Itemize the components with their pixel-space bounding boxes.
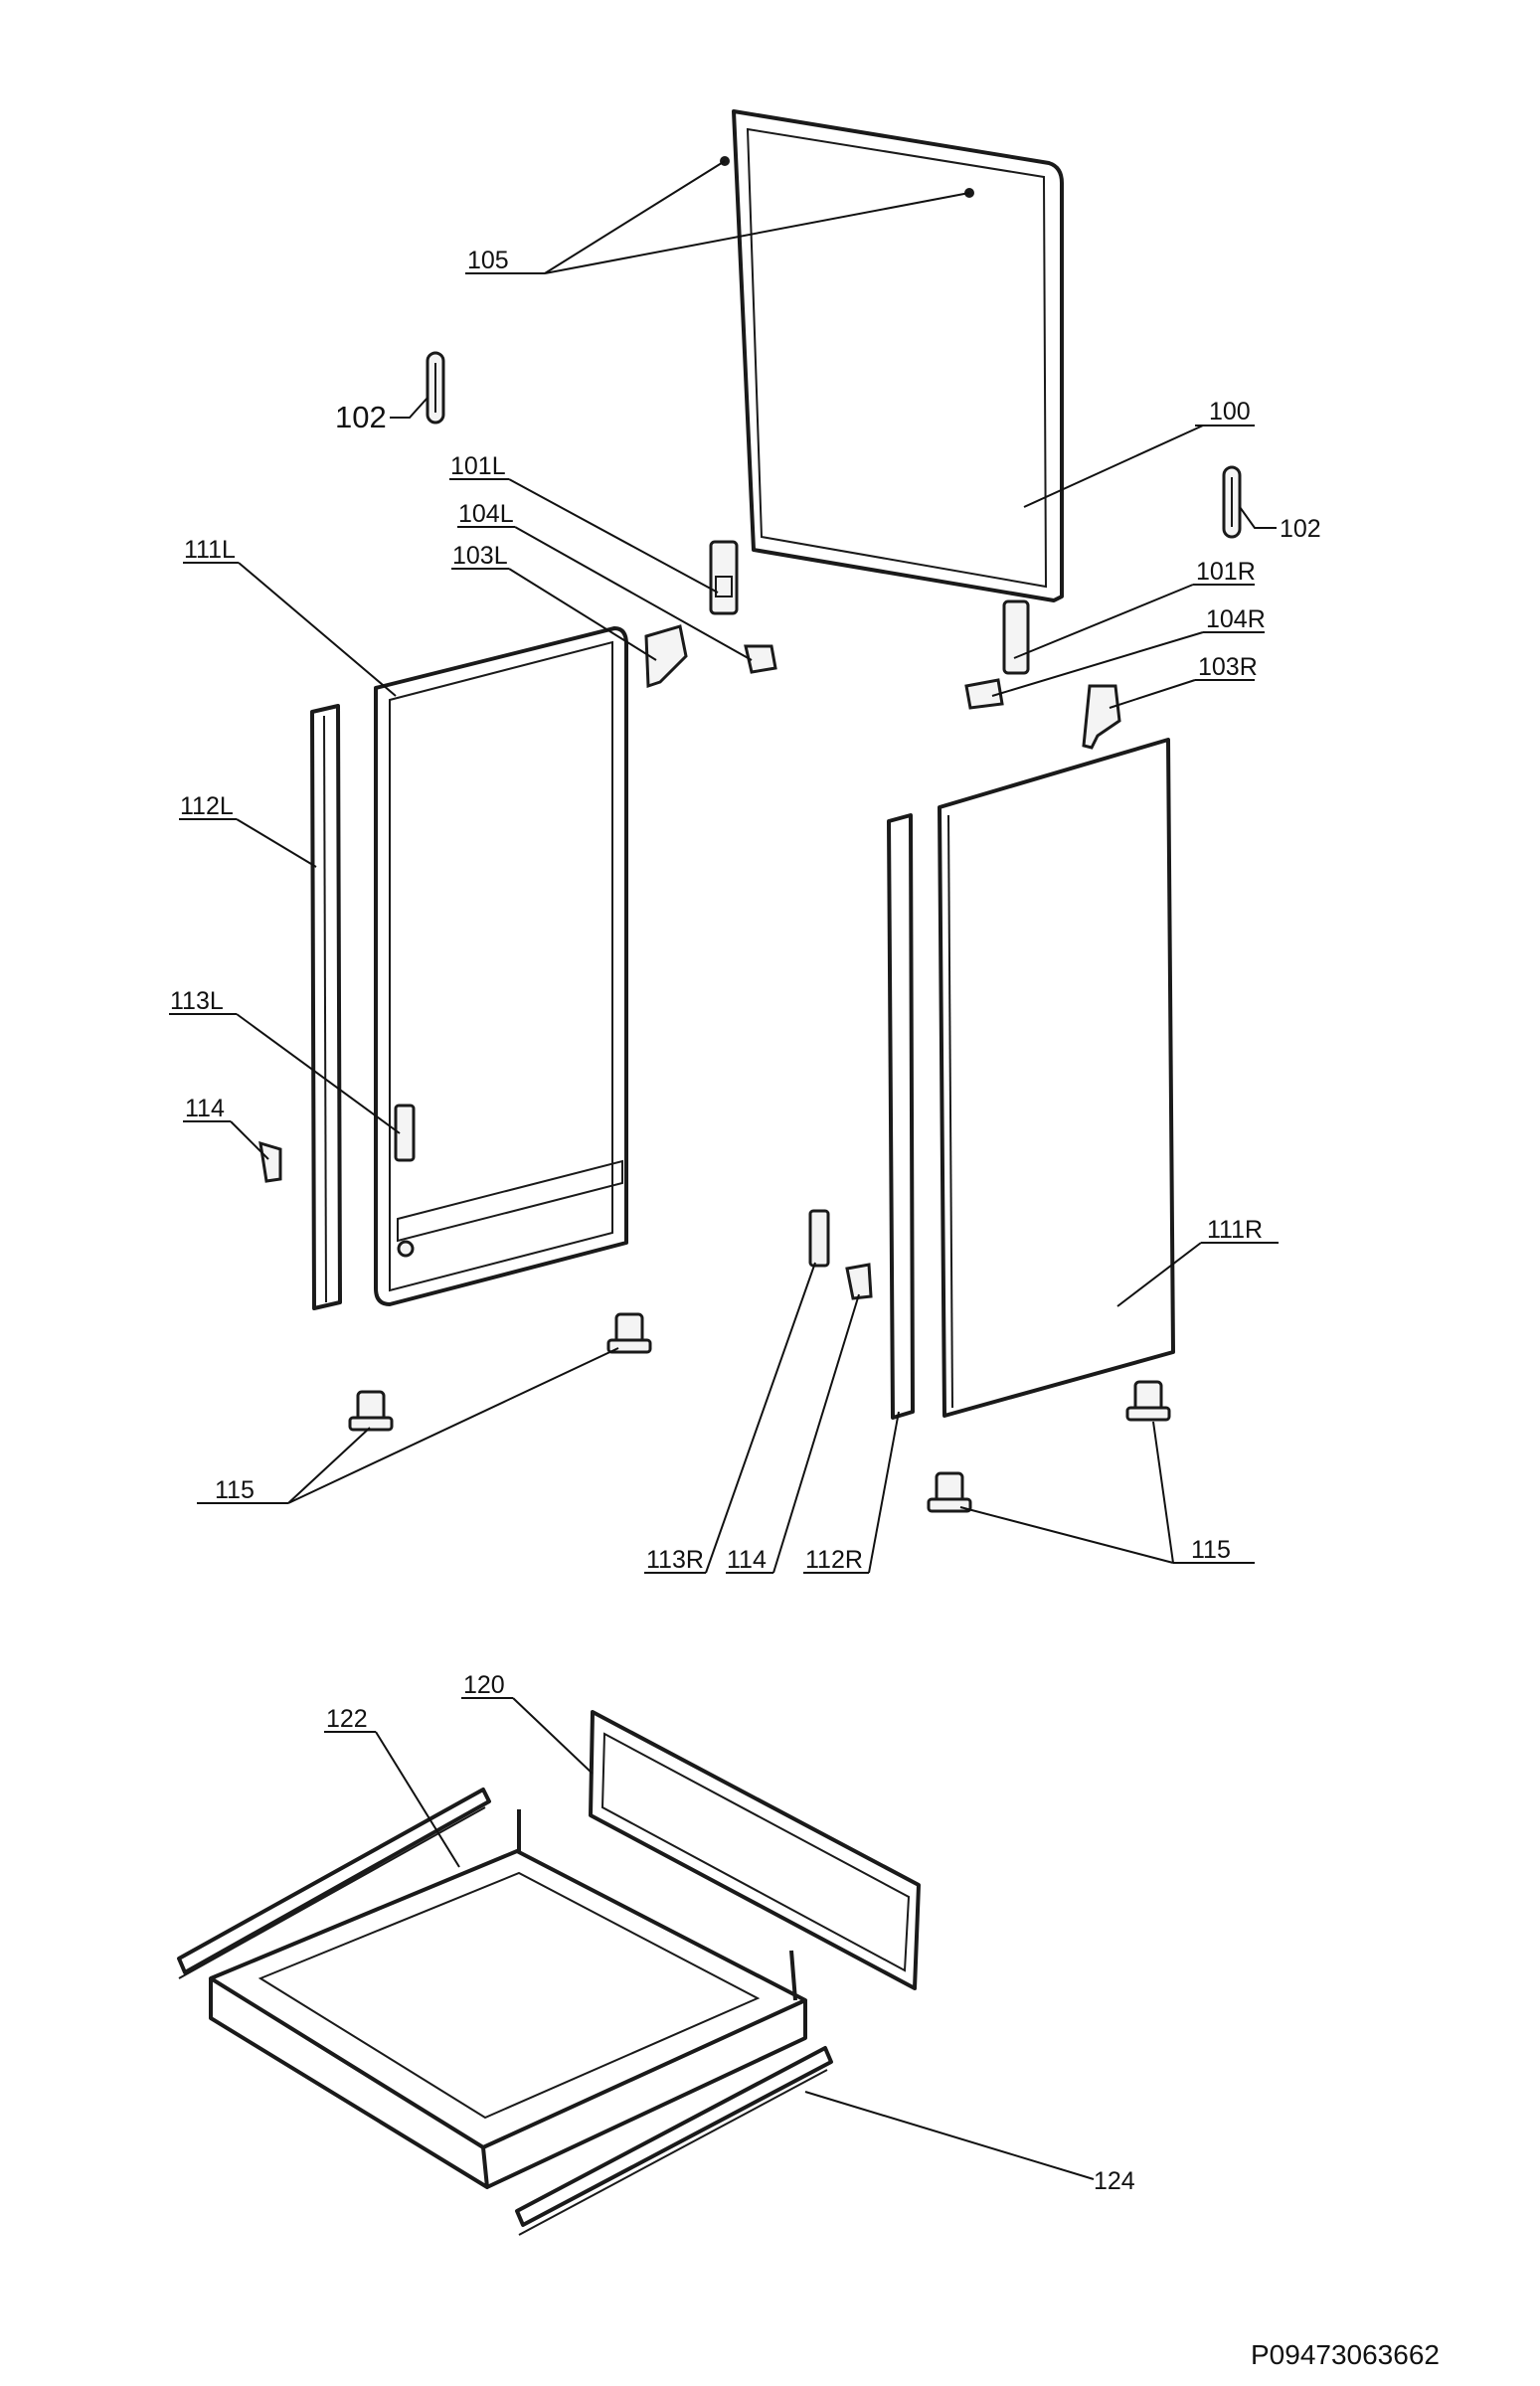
label-124: 124 — [1094, 2167, 1135, 2195]
label-122: 122 — [326, 1705, 368, 1733]
leader-lines — [169, 160, 1279, 2180]
label-114-right: 114 — [727, 1546, 767, 1574]
part-114-clip-right — [845, 1263, 873, 1300]
part-113L-latch — [394, 1104, 416, 1162]
part-103R-bracket — [1082, 684, 1121, 750]
label-103R: 103R — [1198, 653, 1258, 681]
label-101R: 101R — [1196, 558, 1256, 586]
label-115-right: 115 — [1191, 1536, 1231, 1564]
part-115-foot-1 — [606, 1312, 652, 1354]
label-111R: 111R — [1207, 1216, 1263, 1244]
drawing-code: P09473063662 — [1251, 2339, 1440, 2370]
label-111L: 111L — [184, 536, 236, 564]
label-112R: 112R — [805, 1546, 863, 1574]
part-112R-right-strip — [887, 813, 915, 1420]
label-105: 105 — [467, 247, 509, 274]
part-104R-clip — [964, 678, 1004, 710]
label-104L: 104L — [458, 500, 514, 528]
part-100-top-frame — [720, 109, 1064, 602]
part-115-foot-2 — [348, 1390, 394, 1432]
label-113L: 113L — [170, 987, 224, 1015]
part-115-foot-3 — [1125, 1380, 1171, 1422]
label-115-left: 115 — [215, 1476, 255, 1504]
label-120: 120 — [463, 1671, 505, 1699]
label-103L: 103L — [452, 542, 508, 570]
part-102-plate-left — [426, 351, 445, 425]
label-113R: 113R — [646, 1546, 704, 1574]
part-124-rail-right — [515, 2046, 833, 2236]
label-102-right: 102 — [1280, 515, 1321, 543]
label-112L: 112L — [180, 792, 234, 820]
part-labels: 105 102 100 102 101L 104L 103L 111L 101R… — [170, 247, 1321, 2195]
part-122-base-frame — [209, 1809, 807, 2189]
part-111R-right-panel — [938, 738, 1175, 1418]
part-101L-hinge — [709, 540, 739, 615]
part-103L-bracket — [644, 624, 688, 689]
part-115-foot-4 — [927, 1471, 972, 1513]
part-120-back-plate — [589, 1710, 921, 1990]
part-112L-left-strip — [310, 704, 342, 1310]
label-114-left: 114 — [185, 1095, 225, 1122]
part-114-clip-left — [258, 1140, 282, 1183]
part-111L-left-panel — [374, 626, 628, 1306]
label-101L: 101L — [450, 452, 506, 480]
part-124-rail-left — [177, 1788, 491, 1979]
part-101R-hinge — [1002, 599, 1030, 675]
part-102-plate-right — [1222, 465, 1242, 539]
part-113R-latch — [808, 1209, 830, 1268]
label-104R: 104R — [1206, 605, 1266, 633]
label-102-left: 102 — [335, 400, 387, 434]
part-104L-clip — [744, 644, 777, 674]
label-100: 100 — [1209, 398, 1251, 426]
